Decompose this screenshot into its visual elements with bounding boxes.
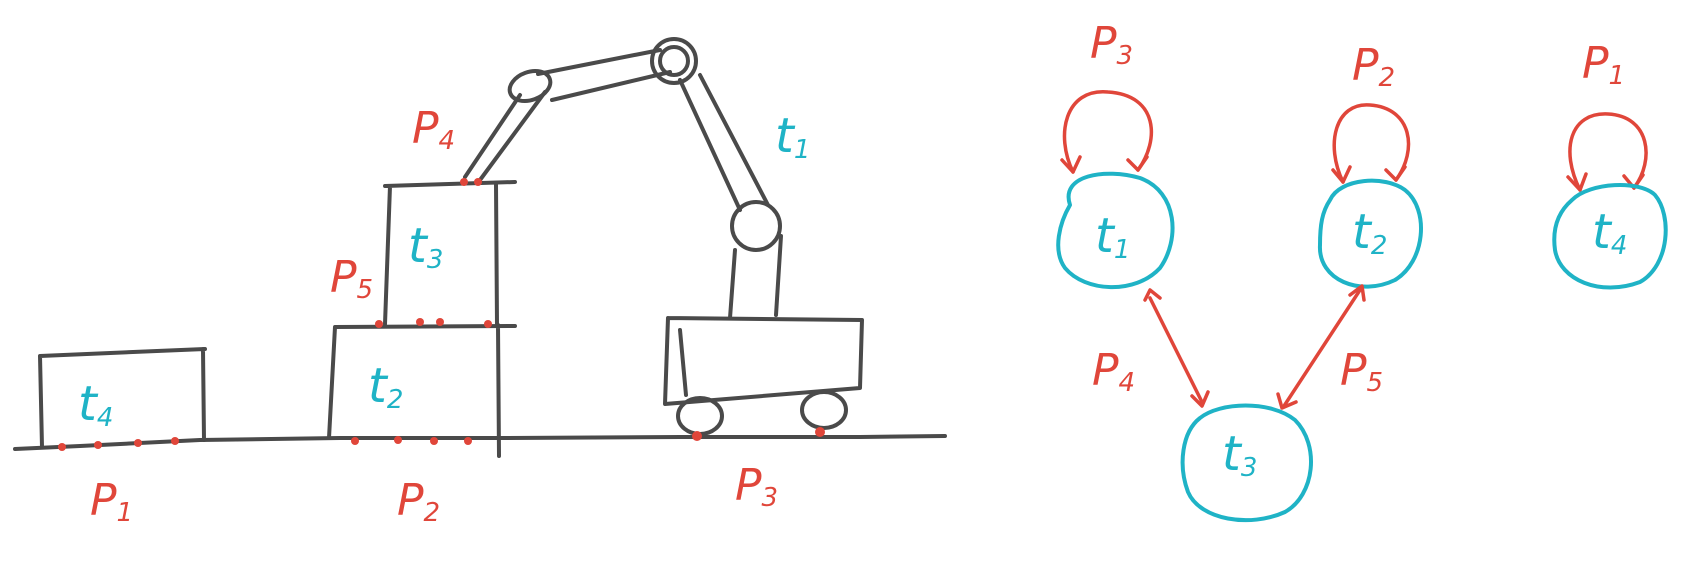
box-t3 [383, 180, 517, 327]
contact-label-p1: P1 [90, 475, 133, 528]
box-t4 [38, 347, 207, 449]
edge-t1-t3 [1148, 296, 1204, 404]
node-t1 [1056, 171, 1175, 290]
edge-t2-t3 [1282, 288, 1362, 408]
node-t3-label: t3 [1222, 426, 1257, 483]
self-loop-t1 [1062, 90, 1154, 174]
node-t2-label: t2 [1352, 204, 1387, 261]
robot-base [663, 316, 864, 406]
node-t3 [1180, 403, 1313, 523]
contact-label-p4: P4 [412, 103, 455, 156]
edge-label-p4: P4 [1092, 345, 1135, 398]
self-loop-t2 [1332, 103, 1411, 184]
ground-line [13, 434, 947, 451]
robot-wheel-left [676, 396, 724, 436]
node-t4-label: t4 [1592, 204, 1627, 261]
node-t1-label: t1 [1095, 208, 1130, 265]
scene: t1 t3 t2 t4 P4 P5 P1 P2 P3 [13, 37, 947, 528]
contact-label-p3: P3 [735, 460, 778, 513]
loop-label-p3: P3 [1090, 18, 1133, 71]
block-t2-label: t2 [368, 358, 403, 415]
node-t4 [1552, 183, 1668, 290]
block-t3-label: t3 [408, 218, 443, 275]
loop-label-p2: P2 [1352, 40, 1395, 93]
block-t4-label: t4 [78, 376, 113, 433]
robot-label: t1 [775, 108, 810, 165]
contact-label-p2: P2 [397, 475, 440, 528]
contact-dots [58, 178, 825, 451]
robot-wheel-right [800, 390, 848, 430]
loop-label-p1: P1 [1582, 38, 1625, 91]
edge-label-p5: P5 [1340, 345, 1383, 398]
robot-arm [463, 37, 864, 436]
self-loop-t4 [1568, 112, 1648, 192]
contact-label-p5: P5 [330, 252, 373, 305]
graph: t1 t2 t4 t3 P3 P2 P1 P4 P5 [1056, 18, 1668, 523]
node-t2 [1317, 178, 1423, 289]
